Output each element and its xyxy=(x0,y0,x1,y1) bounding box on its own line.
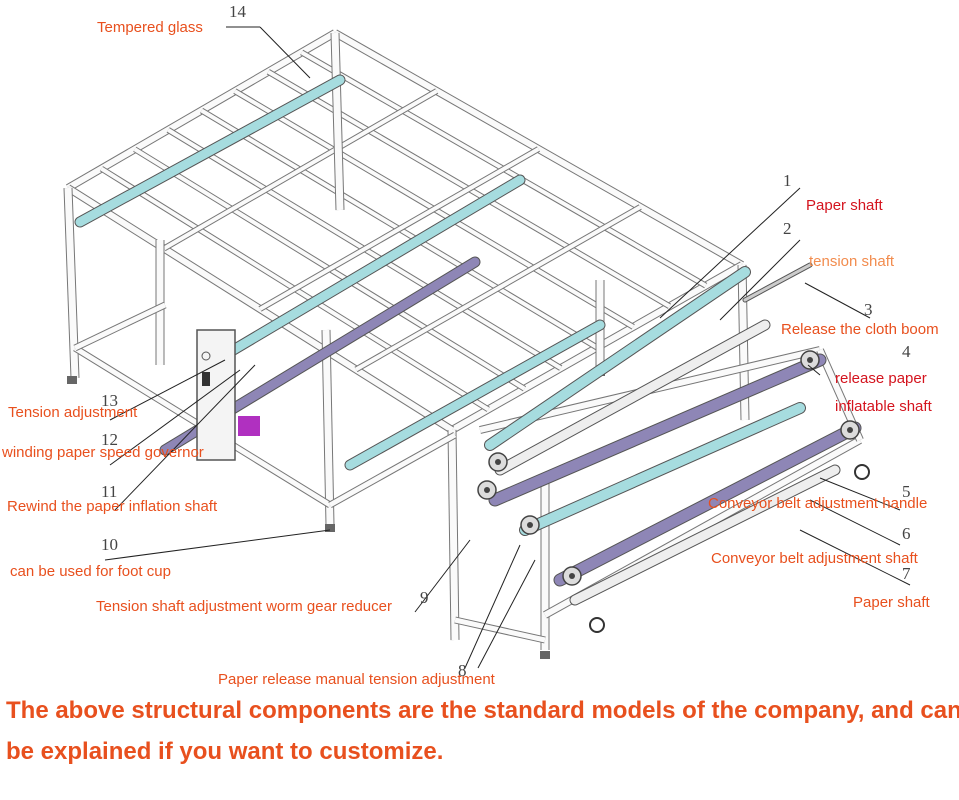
leader-line-16 xyxy=(109,359,226,421)
number-14: 14 xyxy=(229,2,246,21)
label-manual-tension: Paper release manual tension adjustment xyxy=(218,671,495,688)
leader-line-8 xyxy=(809,499,901,546)
leader-line-11 xyxy=(477,559,536,669)
paper-shaft-7 xyxy=(554,422,861,586)
label-worm-gear: Tension shaft adjustment worm gear reduc… xyxy=(96,598,392,615)
label-conveyor-shaft: Conveyor belt adjustment shaft xyxy=(711,550,918,567)
number-7: 7 xyxy=(902,564,911,583)
leader-line-15 xyxy=(109,369,241,466)
foot-cup-3 xyxy=(540,651,550,659)
number-2: 2 xyxy=(783,219,792,238)
long-rail-1 xyxy=(162,89,438,251)
gear-hub-2 xyxy=(484,487,490,493)
paper-shaft-1 xyxy=(485,267,750,450)
number-6: 6 xyxy=(902,524,911,543)
label-conveyor-handle: Conveyor belt adjustment handle xyxy=(708,495,928,512)
glass-roller-back xyxy=(75,75,345,227)
label-foot-cup: can be used for foot cup xyxy=(10,563,171,580)
footnote-line-1: The above structural components are the … xyxy=(6,697,959,724)
leader-line-5 xyxy=(804,282,871,319)
speed-governor-motor xyxy=(238,416,260,436)
label-release-paper-inflatable: release paper inflatable shaft xyxy=(835,370,932,415)
leader-line-2 xyxy=(259,26,311,79)
machine-parts xyxy=(196,329,870,633)
cloth-boom-3 xyxy=(743,263,812,302)
control-knob xyxy=(201,351,211,361)
gear-hub-3 xyxy=(527,522,533,528)
release-paper-shaft-4 xyxy=(489,354,826,506)
gear-hub-5 xyxy=(807,357,813,363)
leg-1 xyxy=(64,187,79,379)
foot-cup-1 xyxy=(67,376,77,384)
leader-line-9 xyxy=(799,529,911,586)
lower-beam-right xyxy=(454,617,546,643)
label-tension-adjustment: Tension adjustment xyxy=(8,404,138,421)
inner-roller-2 xyxy=(345,320,605,470)
number-3: 3 xyxy=(864,300,873,319)
handwheel-bottom xyxy=(589,617,605,633)
leader-line-3 xyxy=(659,187,801,319)
leg-5 xyxy=(448,429,459,641)
lower-beam-left xyxy=(73,302,167,351)
number-1: 1 xyxy=(783,171,792,190)
long-rail-2 xyxy=(259,147,540,311)
leader-line-4 xyxy=(719,239,801,321)
leader-line-10 xyxy=(464,544,521,669)
number-12: 12 xyxy=(101,430,118,449)
number-4: 4 xyxy=(902,342,911,361)
leg-4 xyxy=(322,329,334,526)
label-paper-shaft-top: Paper shaft xyxy=(806,197,883,214)
control-switch xyxy=(202,372,210,386)
leader-line-12 xyxy=(414,539,471,613)
leader-lines xyxy=(104,26,911,669)
long-rail-3 xyxy=(355,205,642,372)
gear-hub-6 xyxy=(847,427,853,433)
label-release-cloth-boom: Release the cloth boom xyxy=(781,321,939,338)
number-9: 9 xyxy=(420,588,429,607)
gear-hub-4 xyxy=(569,573,575,579)
number-5: 5 xyxy=(902,482,911,501)
footnote-line-2: be explained if you want to customize. xyxy=(6,738,444,765)
label-rewind-shaft: Rewind the paper inflation shaft xyxy=(7,498,218,515)
label-paper-shaft-bottom: Paper shaft xyxy=(853,594,930,611)
leader-line-13 xyxy=(104,529,331,561)
lower-beam-mid xyxy=(328,432,457,508)
label-tension-shaft: tension shaft xyxy=(809,253,895,270)
rollers xyxy=(74,74,862,606)
tension-shaft-2 xyxy=(495,320,770,475)
control-box xyxy=(196,329,236,461)
leader-line-14 xyxy=(114,364,256,511)
inner-roller-1 xyxy=(225,175,525,357)
number-13: 13 xyxy=(101,391,118,410)
number-8: 8 xyxy=(458,661,467,680)
conveyor-shaft-6 xyxy=(520,403,805,535)
label-speed-governor: winding paper speed governor xyxy=(2,444,204,461)
foot-cup-2 xyxy=(325,524,335,532)
leader-line-7 xyxy=(819,477,901,511)
leader-line-6 xyxy=(807,364,821,376)
label-tempered-glass: Tempered glass xyxy=(97,19,203,36)
number-10: 10 xyxy=(101,535,118,554)
leg-3 xyxy=(331,32,344,211)
gear-hub-1 xyxy=(495,459,501,465)
handwheel-right xyxy=(854,464,870,480)
lower-white-roller xyxy=(570,465,840,605)
number-11: 11 xyxy=(101,482,118,501)
